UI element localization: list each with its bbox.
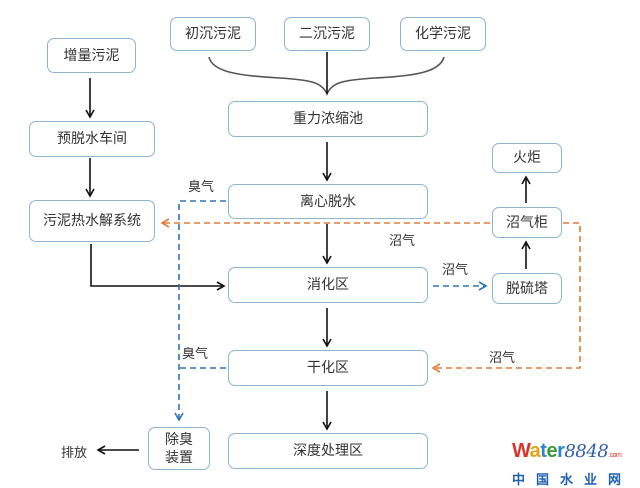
- node-label: 沼气柜: [506, 214, 548, 231]
- node-label: 深度处理区: [293, 443, 363, 459]
- node-label: 二沉污泥: [299, 26, 355, 42]
- watermark-letter: r: [557, 440, 565, 462]
- node-flare: 火炬: [492, 143, 562, 173]
- node-incremental-sludge: 增量污泥: [47, 38, 136, 73]
- watermark-domain: .com: [608, 452, 622, 459]
- node-label-line1: 除臭: [165, 431, 193, 448]
- node-label: 化学污泥: [415, 26, 471, 42]
- node-label: 干化区: [307, 360, 349, 376]
- node-label: 增量污泥: [63, 47, 120, 64]
- node-label: 火炬: [513, 150, 541, 166]
- node-label: 预脱水车间: [57, 131, 127, 147]
- arrow-hydrolysis-to-digestion: [90, 244, 226, 291]
- node-thermal-hydrolysis: 污泥热水解系统: [29, 200, 155, 242]
- biogas-line-holder-to-drying: [431, 222, 581, 373]
- node-chemical-sludge: 化学污泥: [400, 17, 486, 51]
- watermark-logo: Water8848.com 中国水业网: [512, 441, 640, 488]
- node-secondary-sludge: 二沉污泥: [284, 17, 370, 51]
- node-label-line2: 装置: [165, 449, 193, 466]
- node-drying-zone: 干化区: [228, 350, 428, 386]
- watermark-letter: e: [546, 440, 558, 462]
- odor-line-centrifuge: [174, 200, 226, 422]
- node-label: 脱硫塔: [506, 280, 548, 297]
- watermark-number: 8848: [564, 441, 609, 462]
- node-label: 离心脱水: [300, 193, 356, 210]
- node-primary-sludge: 初沉污泥: [170, 17, 256, 51]
- watermark-chinese: 中国水业网: [512, 473, 633, 488]
- label-biogas-hydrolysis: 沼气: [389, 234, 416, 249]
- node-label: 初沉污泥: [185, 26, 241, 42]
- label-biogas-desulfur: 沼气: [442, 263, 469, 278]
- watermark-letter: W: [512, 440, 530, 462]
- node-label: 污泥热水解系统: [43, 213, 141, 229]
- node-label: 消化区: [307, 277, 349, 293]
- node-desulfurization-tower: 脱硫塔: [492, 273, 562, 304]
- node-label: 重力浓缩池: [293, 111, 363, 127]
- node-advanced-treatment: 深度处理区: [228, 433, 428, 469]
- node-pre-dewatering: 预脱水车间: [29, 121, 155, 157]
- label-biogas-drying: 沼气: [489, 351, 516, 366]
- node-gas-holder: 沼气柜: [492, 207, 562, 238]
- node-gravity-thickener: 重力浓缩池: [228, 101, 428, 137]
- node-digestion-zone: 消化区: [228, 267, 428, 303]
- label-odor-drying: 臭气: [182, 347, 209, 362]
- node-centrifugal-dewatering: 离心脱水: [228, 184, 428, 219]
- node-deodorization-device: 除臭 装置: [148, 427, 210, 470]
- label-odor-centrifuge: 臭气: [188, 180, 215, 195]
- label-discharge: 排放: [61, 446, 88, 461]
- watermark-letter: a: [529, 440, 541, 462]
- watermark-letter: t: [540, 440, 547, 462]
- watermark-brand: Water8848.com: [512, 441, 640, 466]
